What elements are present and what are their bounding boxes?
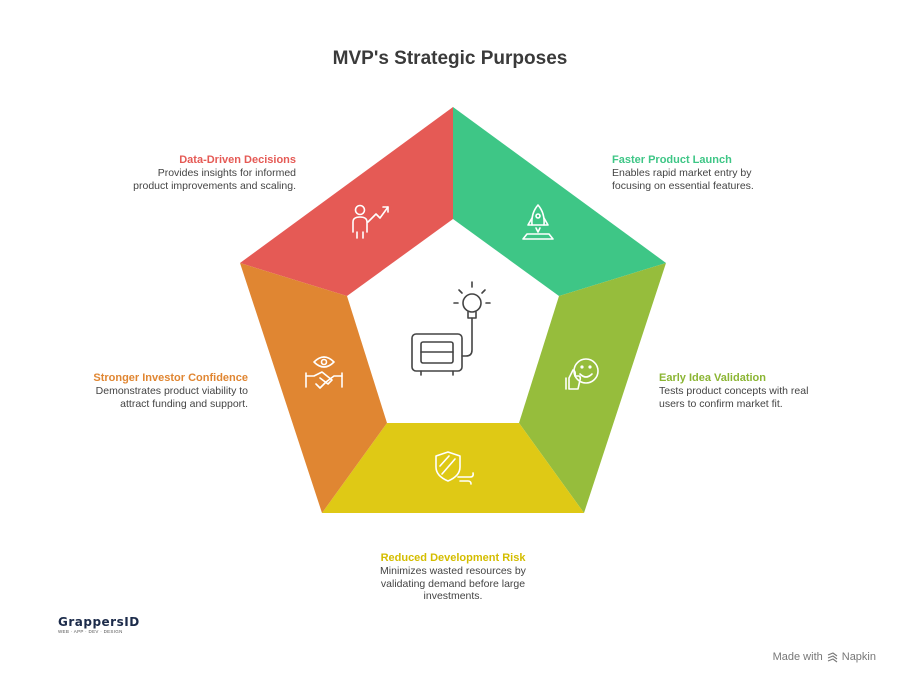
block-faster-launch: Faster Product Launch Enables rapid mark…	[612, 154, 812, 192]
segment-faster-launch	[453, 107, 666, 296]
block-early-validation: Early Idea Validation Tests product conc…	[659, 372, 859, 410]
description-early-validation: Tests product concepts with real users t…	[659, 385, 809, 410]
segment-reduced-risk	[322, 423, 584, 513]
description-investor-confidence: Demonstrates product viability to attrac…	[95, 385, 248, 410]
made-with-footer: Made with Napkin	[773, 651, 876, 663]
napkin-brand: Napkin	[841, 651, 876, 663]
segment-data-driven	[240, 107, 453, 296]
block-reduced-risk: Reduced Development Risk Minimizes waste…	[353, 552, 553, 603]
block-investor-confidence: Stronger Investor Confidence Demonstrate…	[48, 372, 248, 410]
made-with-label: Made with	[772, 651, 823, 663]
logo-tagline: WEB · APP · DEV · DESIGN	[58, 629, 123, 634]
heading-data-driven: Data-Driven Decisions	[179, 154, 296, 166]
logo-name: GrappersID	[58, 615, 140, 629]
block-data-driven: Data-Driven Decisions Provides insights …	[100, 154, 296, 192]
person-growth-icon	[352, 204, 389, 239]
heading-investor-confidence: Stronger Investor Confidence	[93, 372, 248, 384]
segment-investor-confidence	[240, 263, 387, 513]
thumbs-up-smile-icon	[565, 358, 599, 390]
description-faster-launch: Enables rapid market entry by focusing o…	[612, 167, 754, 192]
description-reduced-risk: Minimizes wasted resources by validating…	[380, 565, 526, 602]
rocket-icon	[522, 204, 554, 240]
heading-reduced-risk: Reduced Development Risk	[380, 552, 526, 564]
company-logo: GrappersID WEB · APP · DEV · DESIGN	[58, 615, 140, 637]
lightbulb-device-icon	[411, 281, 491, 376]
handshake-eye-icon	[305, 356, 343, 389]
heading-faster-launch: Faster Product Launch	[612, 154, 732, 166]
segment-early-validation	[519, 263, 666, 513]
heading-early-validation: Early Idea Validation	[659, 372, 766, 384]
shield-icon	[435, 451, 474, 485]
page-title: MVP's Strategic Purposes	[332, 48, 568, 69]
description-data-driven: Provides insights for informed product i…	[133, 167, 296, 192]
napkin-icon	[827, 651, 838, 663]
